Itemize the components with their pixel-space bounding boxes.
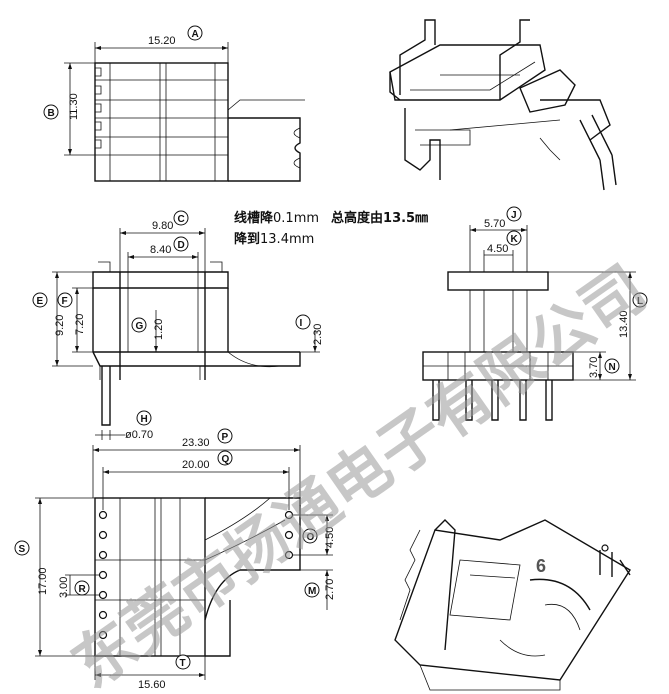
page-number: 6 (536, 556, 546, 576)
dim-P-badge: P (217, 428, 233, 444)
svg-text:P: P (222, 432, 229, 443)
dim-C-value: 9.80 (152, 220, 173, 232)
dim-L-badge: L (632, 292, 648, 308)
dim-K-value: 4.50 (487, 243, 508, 255)
dim-D-value: 8.40 (150, 244, 171, 256)
svg-text:B: B (48, 108, 55, 119)
dim-B-badge: B (43, 104, 59, 120)
svg-text:K: K (511, 234, 519, 245)
dim-I-value: 2.30 (312, 324, 324, 345)
svg-text:F: F (62, 296, 68, 307)
dim-T-value: 15.60 (138, 679, 166, 691)
bottom-view: 23.30 P 20.00 Q 4.50 O 17.00 (14, 428, 336, 691)
front-view: 9.80 C 8.40 D 9.20 E 7.20 (32, 210, 324, 441)
note-line-2: 降到13.4mm (234, 231, 314, 247)
dim-G-badge: G (131, 317, 147, 333)
svg-text:H: H (141, 414, 148, 425)
dim-P-value: 23.30 (182, 437, 210, 449)
dim-A-value: 15.20 (148, 35, 176, 47)
svg-text:N: N (609, 362, 616, 373)
company-watermark: 东莞市扬通电子有限公司 (59, 251, 660, 694)
side-view: 5.70 J 4.50 K 13.40 L 3.70 N (422, 206, 648, 421)
svg-text:M: M (308, 586, 316, 597)
dim-J-value: 5.70 (484, 218, 505, 230)
dim-N-value: 3.70 (588, 357, 600, 378)
isometric-view-bottom: 6 (394, 519, 631, 691)
svg-text:S: S (19, 544, 26, 555)
dim-D-badge: D (173, 236, 189, 252)
svg-text:R: R (79, 584, 87, 595)
dim-T-badge: T (175, 654, 191, 670)
dim-O-badge: O (302, 528, 318, 544)
dim-B-value: 11.30 (68, 93, 80, 120)
dim-O-value: 4.50 (324, 527, 336, 548)
dim-G-value: 1.20 (153, 319, 165, 340)
dim-H-value: ø0.70 (125, 429, 153, 441)
svg-text:I: I (300, 318, 303, 329)
dim-I-badge: I (295, 314, 311, 330)
dim-M-badge: M (304, 582, 320, 598)
top-view: 15.20 A 11.30 B (43, 25, 305, 182)
dim-Q-badge: Q (217, 450, 233, 466)
dim-K-badge: K (506, 230, 522, 246)
dim-L-value: 13.40 (618, 310, 630, 338)
dim-H-badge: H (136, 410, 152, 426)
dim-C-badge: C (173, 210, 189, 226)
svg-text:A: A (192, 29, 199, 40)
dim-A-badge: A (187, 25, 203, 41)
dim-S-value: 17.00 (37, 567, 49, 595)
svg-text:T: T (180, 658, 186, 669)
dim-R-value: 3.00 (58, 577, 70, 598)
svg-text:O: O (307, 532, 315, 543)
dim-N-badge: N (604, 358, 620, 374)
dim-E-value: 9.20 (54, 315, 66, 336)
dim-J-badge: J (506, 206, 522, 222)
svg-text:L: L (637, 296, 643, 307)
dim-E-badge: E (32, 292, 48, 308)
dim-M-value: 2.70 (324, 579, 336, 600)
svg-text:C: C (178, 214, 185, 225)
isometric-view-top (389, 19, 617, 191)
dim-F-badge: F (57, 292, 73, 308)
svg-text:Q: Q (222, 454, 230, 465)
svg-text:G: G (136, 321, 144, 332)
svg-text:E: E (37, 296, 44, 307)
dim-F-value: 7.20 (74, 314, 86, 335)
dim-Q-value: 20.00 (182, 459, 210, 471)
dim-S-badge: S (14, 540, 30, 556)
svg-text:J: J (511, 210, 517, 221)
dim-R-badge: R (74, 580, 90, 596)
svg-text:D: D (178, 240, 185, 251)
